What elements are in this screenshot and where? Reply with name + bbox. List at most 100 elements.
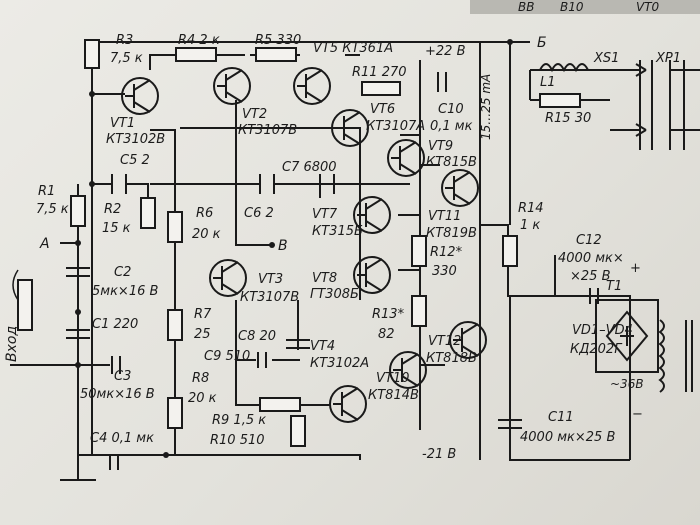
wire-connectors xyxy=(610,69,640,131)
capacitor-c4 xyxy=(109,455,119,470)
capacitor-c7 xyxy=(319,174,335,194)
label-input: Вход xyxy=(4,326,20,362)
label-r13-value: 82 xyxy=(378,327,395,342)
label-r10: R10 510 xyxy=(210,433,265,448)
transistor-vt1 xyxy=(121,77,159,115)
resistor-r12 xyxy=(411,235,427,267)
label-c3: C3 xyxy=(114,369,131,384)
label-c4: C4 0,1 мк xyxy=(90,431,154,446)
inductor-l1 xyxy=(539,63,589,73)
label-vt9: VT9 xyxy=(428,139,453,154)
label-r6-value: 20 к xyxy=(192,227,221,242)
node-v-dot xyxy=(269,242,275,248)
label-ac: ~36В xyxy=(610,377,644,391)
capacitor-c11 xyxy=(498,419,522,429)
label-vt9-type: КТ815В xyxy=(426,155,477,170)
label-c11: C11 xyxy=(548,410,574,425)
label-vt11-type: КТ819В xyxy=(426,226,477,241)
wire-c7 xyxy=(150,183,410,198)
wire-bottom-ground xyxy=(77,243,361,460)
label-r1: R1 xyxy=(38,184,55,199)
label-vt10: VT10 xyxy=(376,371,409,386)
transistor-vt5 xyxy=(293,67,331,105)
label-vt3-type: КТ3107В xyxy=(240,290,299,305)
transistor-vt7 xyxy=(353,196,391,234)
label-r8: R8 xyxy=(192,371,209,386)
resistor-r7 xyxy=(167,309,183,341)
label-plus-right: + xyxy=(630,261,641,276)
capacitor-c2 xyxy=(66,267,90,277)
label-r14-value: 1 к xyxy=(520,218,540,233)
label-r7-value: 25 xyxy=(194,327,211,342)
label-c11-value: 4000 мк×25 В xyxy=(520,430,615,445)
capacitor-c1 xyxy=(66,329,90,339)
label-r2: R2 xyxy=(104,202,121,217)
label-r8-value: 20 к xyxy=(188,391,217,406)
label-c10-value: 0,1 мк xyxy=(430,119,473,134)
label-c3-value: 50мк×16 В xyxy=(80,387,155,402)
label-vt11: VT11 xyxy=(428,209,461,224)
label-r2-value: 15 к xyxy=(102,221,131,236)
label-c5: C5 2 xyxy=(120,153,150,168)
resistor-r9 xyxy=(259,397,301,412)
label-xp1: XP1 xyxy=(655,51,681,66)
label-r9: R9 1,5 к xyxy=(212,413,266,428)
label-r3-value: 7,5 к xyxy=(110,51,143,66)
label-r15: R15 30 xyxy=(545,111,591,126)
label-vt3: VT3 xyxy=(258,272,283,287)
label-vd: VD1–VD4 xyxy=(572,323,633,338)
label-c7: C7 6800 xyxy=(282,160,337,175)
capacitor-c8 xyxy=(286,339,310,349)
label-supply-pos: +22 В xyxy=(425,44,466,59)
header-tag-3: VT0 xyxy=(636,0,660,14)
capacitor-c10 xyxy=(437,72,447,92)
connector-xs1 xyxy=(639,60,653,150)
wire-vt4-feed xyxy=(180,127,361,300)
label-vt5: VT5 КТ361А xyxy=(313,41,393,56)
label-vt4: VT4 xyxy=(310,339,335,354)
transistor-vt8 xyxy=(353,256,391,294)
label-vt4-type: КТ3102А xyxy=(310,356,369,371)
label-xs1: XS1 xyxy=(593,51,619,66)
label-c12: C12 xyxy=(576,233,602,248)
junction-dot xyxy=(163,452,169,458)
label-vt2-type: КТ3107В xyxy=(238,123,297,138)
label-l1: L1 xyxy=(540,75,556,90)
label-c9: C9 510 xyxy=(204,349,250,364)
label-vt1-type: КТ3102В xyxy=(106,132,165,147)
wire-driver-links xyxy=(398,134,445,366)
wire-r4-r5 xyxy=(149,54,360,70)
label-vd-type: КД202Г xyxy=(570,342,623,357)
transistor-vt10 xyxy=(389,351,427,389)
label-vt2: VT2 xyxy=(242,107,267,122)
header-tag-1: ВВ xyxy=(518,0,534,14)
capacitor-c12 xyxy=(589,288,599,304)
label-r14: R14 xyxy=(518,201,544,216)
capacitor-c9 xyxy=(257,352,267,368)
label-vt7-type: КТ315Б xyxy=(312,224,363,239)
transistor-vt3 xyxy=(209,259,247,297)
resistor-r10 xyxy=(290,415,306,447)
connector-xp1 xyxy=(669,60,700,150)
label-c10: C10 xyxy=(438,102,464,117)
node-b-label: Б xyxy=(537,35,547,51)
transistor-vt2 xyxy=(213,67,251,105)
capacitor-c5 xyxy=(111,174,127,194)
label-minus-right: − xyxy=(632,407,643,422)
label-r1-value: 7,5 к xyxy=(36,202,69,217)
input-potentiometer xyxy=(17,279,33,331)
wire-vt2-v xyxy=(235,100,270,246)
label-r3: R3 xyxy=(116,33,133,48)
label-r13: R13* xyxy=(372,307,405,322)
diode-bridge xyxy=(595,299,659,373)
resistor-r13 xyxy=(411,295,427,327)
label-c2-value: 5мк×16 В xyxy=(92,284,158,299)
label-vt8-type: ГТ308Б xyxy=(310,287,359,302)
transistor-vt11 xyxy=(441,169,479,207)
transistor-vt9 xyxy=(387,139,425,177)
label-r5: R5 330 xyxy=(255,33,301,48)
capacitor-c6 xyxy=(259,174,275,194)
label-vt7: VT7 xyxy=(312,207,338,222)
label-c1: C1 220 xyxy=(92,317,138,332)
